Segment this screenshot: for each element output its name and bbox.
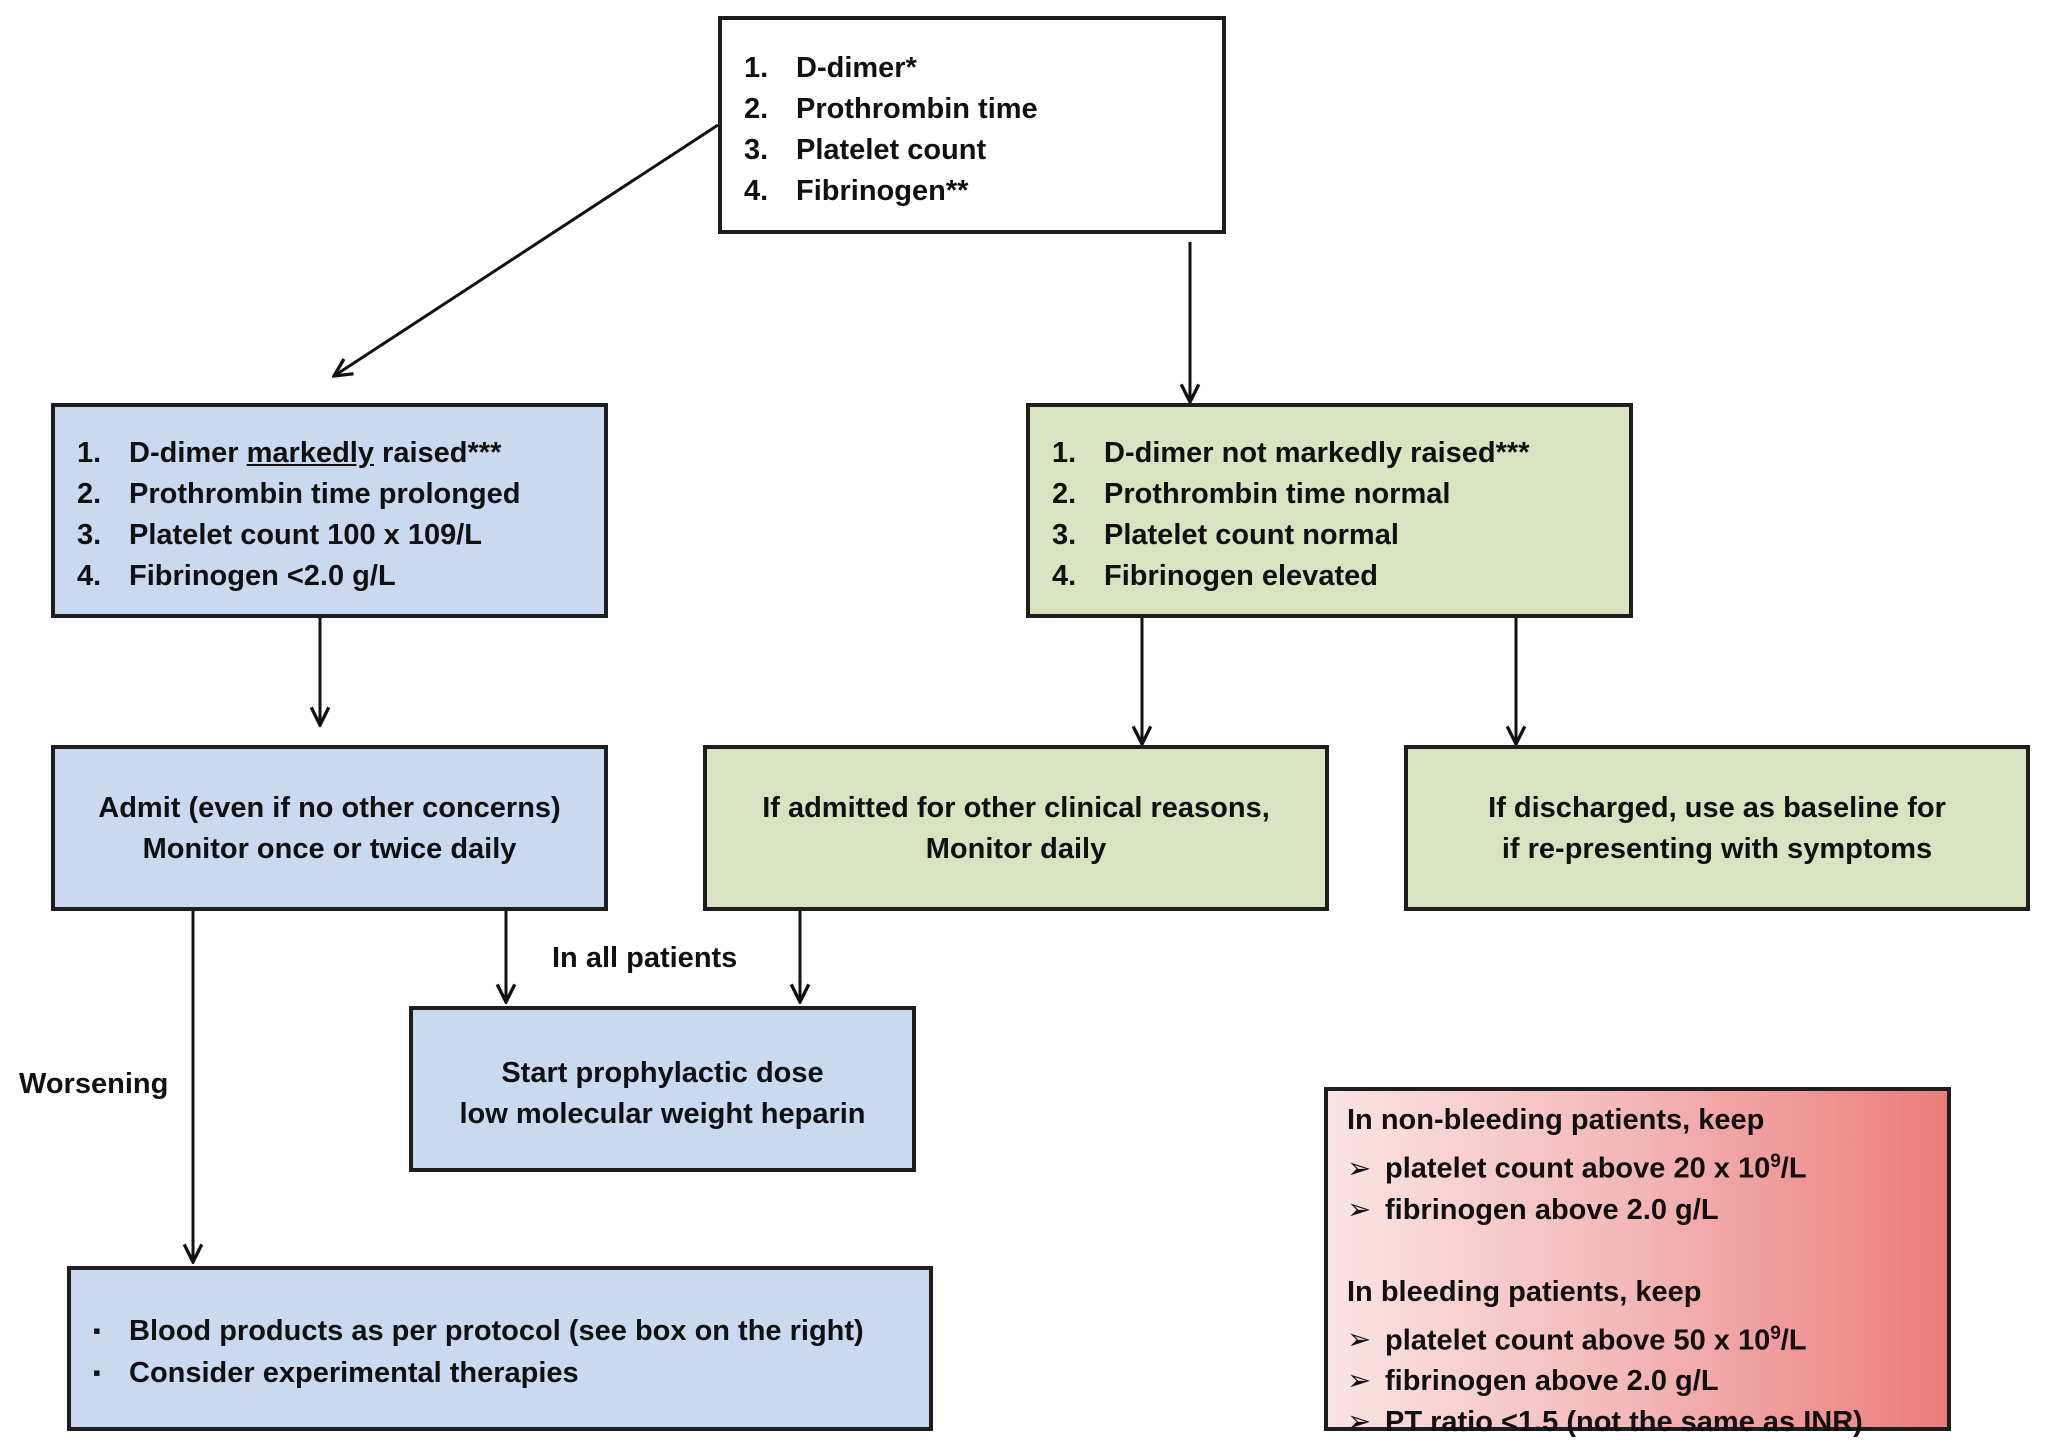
discharged-line-2: if re-presenting with symptoms [1501, 833, 1933, 865]
arrow-bullet-icon: ➢ [1347, 1152, 1372, 1185]
non-bleeding-header: In non-bleeding patients, keep [1347, 1104, 1765, 1136]
list-item: 3.Platelet count normal [1052, 519, 1399, 551]
worsening-label: Worsening [19, 1068, 169, 1100]
lmwh-line-1: Start prophylactic dose [501, 1057, 824, 1089]
discharged-baseline-box: If discharged, use as baseline for if re… [1404, 745, 2030, 911]
initial-tests-list: 1.D-dimer* 2.Prothrombin time 3.Platelet… [744, 48, 1222, 212]
list-item: 4.Fibrinogen elevated [1052, 560, 1378, 592]
bleeding-header: In bleeding patients, keep [1347, 1275, 1702, 1308]
arrow-bullet-icon: ➢ [1347, 1406, 1372, 1439]
admit-monitor-box: Admit (even if no other concerns) Monito… [51, 745, 608, 911]
mild-criteria-list: 1.D-dimer not markedly raised*** 2.Proth… [1052, 433, 1629, 597]
initial-tests-box: 1.D-dimer* 2.Prothrombin time 3.Platelet… [718, 16, 1226, 234]
list-item: ➢PT ratio <1.5 (not the same as INR) [1347, 1402, 1947, 1443]
list-item: 2.Prothrombin time prolonged [77, 478, 521, 510]
list-item: 4.Fibrinogen** [744, 175, 969, 207]
arrow-bullet-icon: ➢ [1347, 1324, 1372, 1357]
admit-line-2: Monitor once or twice daily [142, 833, 517, 865]
list-item: 1.D-dimer* [744, 52, 917, 84]
severe-coagulopathy-box: 1.D-dimer markedly raised*** 2.Prothromb… [51, 403, 608, 618]
list-item: 4.Fibrinogen <2.0 g/L [77, 560, 396, 592]
admitted-other-reasons-box: If admitted for other clinical reasons, … [703, 745, 1329, 911]
blood-products-box: ▪Blood products as per protocol (see box… [67, 1266, 933, 1431]
list-item: ➢fibrinogen above 2.0 g/L [1347, 1190, 1947, 1231]
list-item: ▪Blood products as per protocol (see box… [93, 1310, 929, 1352]
list-item: 1.D-dimer markedly raised*** [77, 437, 502, 469]
admitted-line-2: Monitor daily [925, 833, 1107, 865]
admit-line-1: Admit (even if no other concerns) [98, 792, 561, 824]
lmwh-line-2: low molecular weight heparin [459, 1098, 866, 1130]
therapy-list: ▪Blood products as per protocol (see box… [93, 1310, 929, 1394]
square-bullet-icon: ▪ [93, 1360, 101, 1385]
mild-coagulopathy-box: 1.D-dimer not markedly raised*** 2.Proth… [1026, 403, 1633, 618]
list-item: ➢fibrinogen above 2.0 g/L [1347, 1361, 1947, 1402]
list-item: 1.D-dimer not markedly raised*** [1052, 437, 1530, 469]
arrow-bullet-icon: ➢ [1347, 1365, 1372, 1398]
list-item: 2.Prothrombin time normal [1052, 478, 1451, 510]
admitted-line-1: If admitted for other clinical reasons, [762, 792, 1270, 824]
list-item: ▪Consider experimental therapies [93, 1352, 929, 1394]
list-item: 3.Platelet count [744, 134, 987, 166]
severe-criteria-list: 1.D-dimer markedly raised*** 2.Prothromb… [77, 433, 604, 597]
arrow-top-to-left [334, 123, 719, 376]
transfusion-thresholds-box: In non-bleeding patients, keep ➢platelet… [1324, 1087, 1951, 1438]
discharged-line-1: If discharged, use as baseline for [1488, 792, 1946, 824]
arrow-bullet-icon: ➢ [1347, 1193, 1372, 1226]
list-item: 2.Prothrombin time [744, 93, 1038, 125]
square-bullet-icon: ▪ [93, 1318, 101, 1343]
list-item: ➢platelet count above 20 x 109/L [1347, 1141, 1947, 1190]
in-all-patients-label: In all patients [552, 942, 738, 974]
list-item: 3.Platelet count 100 x 109/L [77, 519, 482, 551]
lmwh-prophylaxis-box: Start prophylactic dose low molecular we… [409, 1006, 916, 1172]
list-item: ➢platelet count above 50 x 109/L [1347, 1313, 1947, 1362]
